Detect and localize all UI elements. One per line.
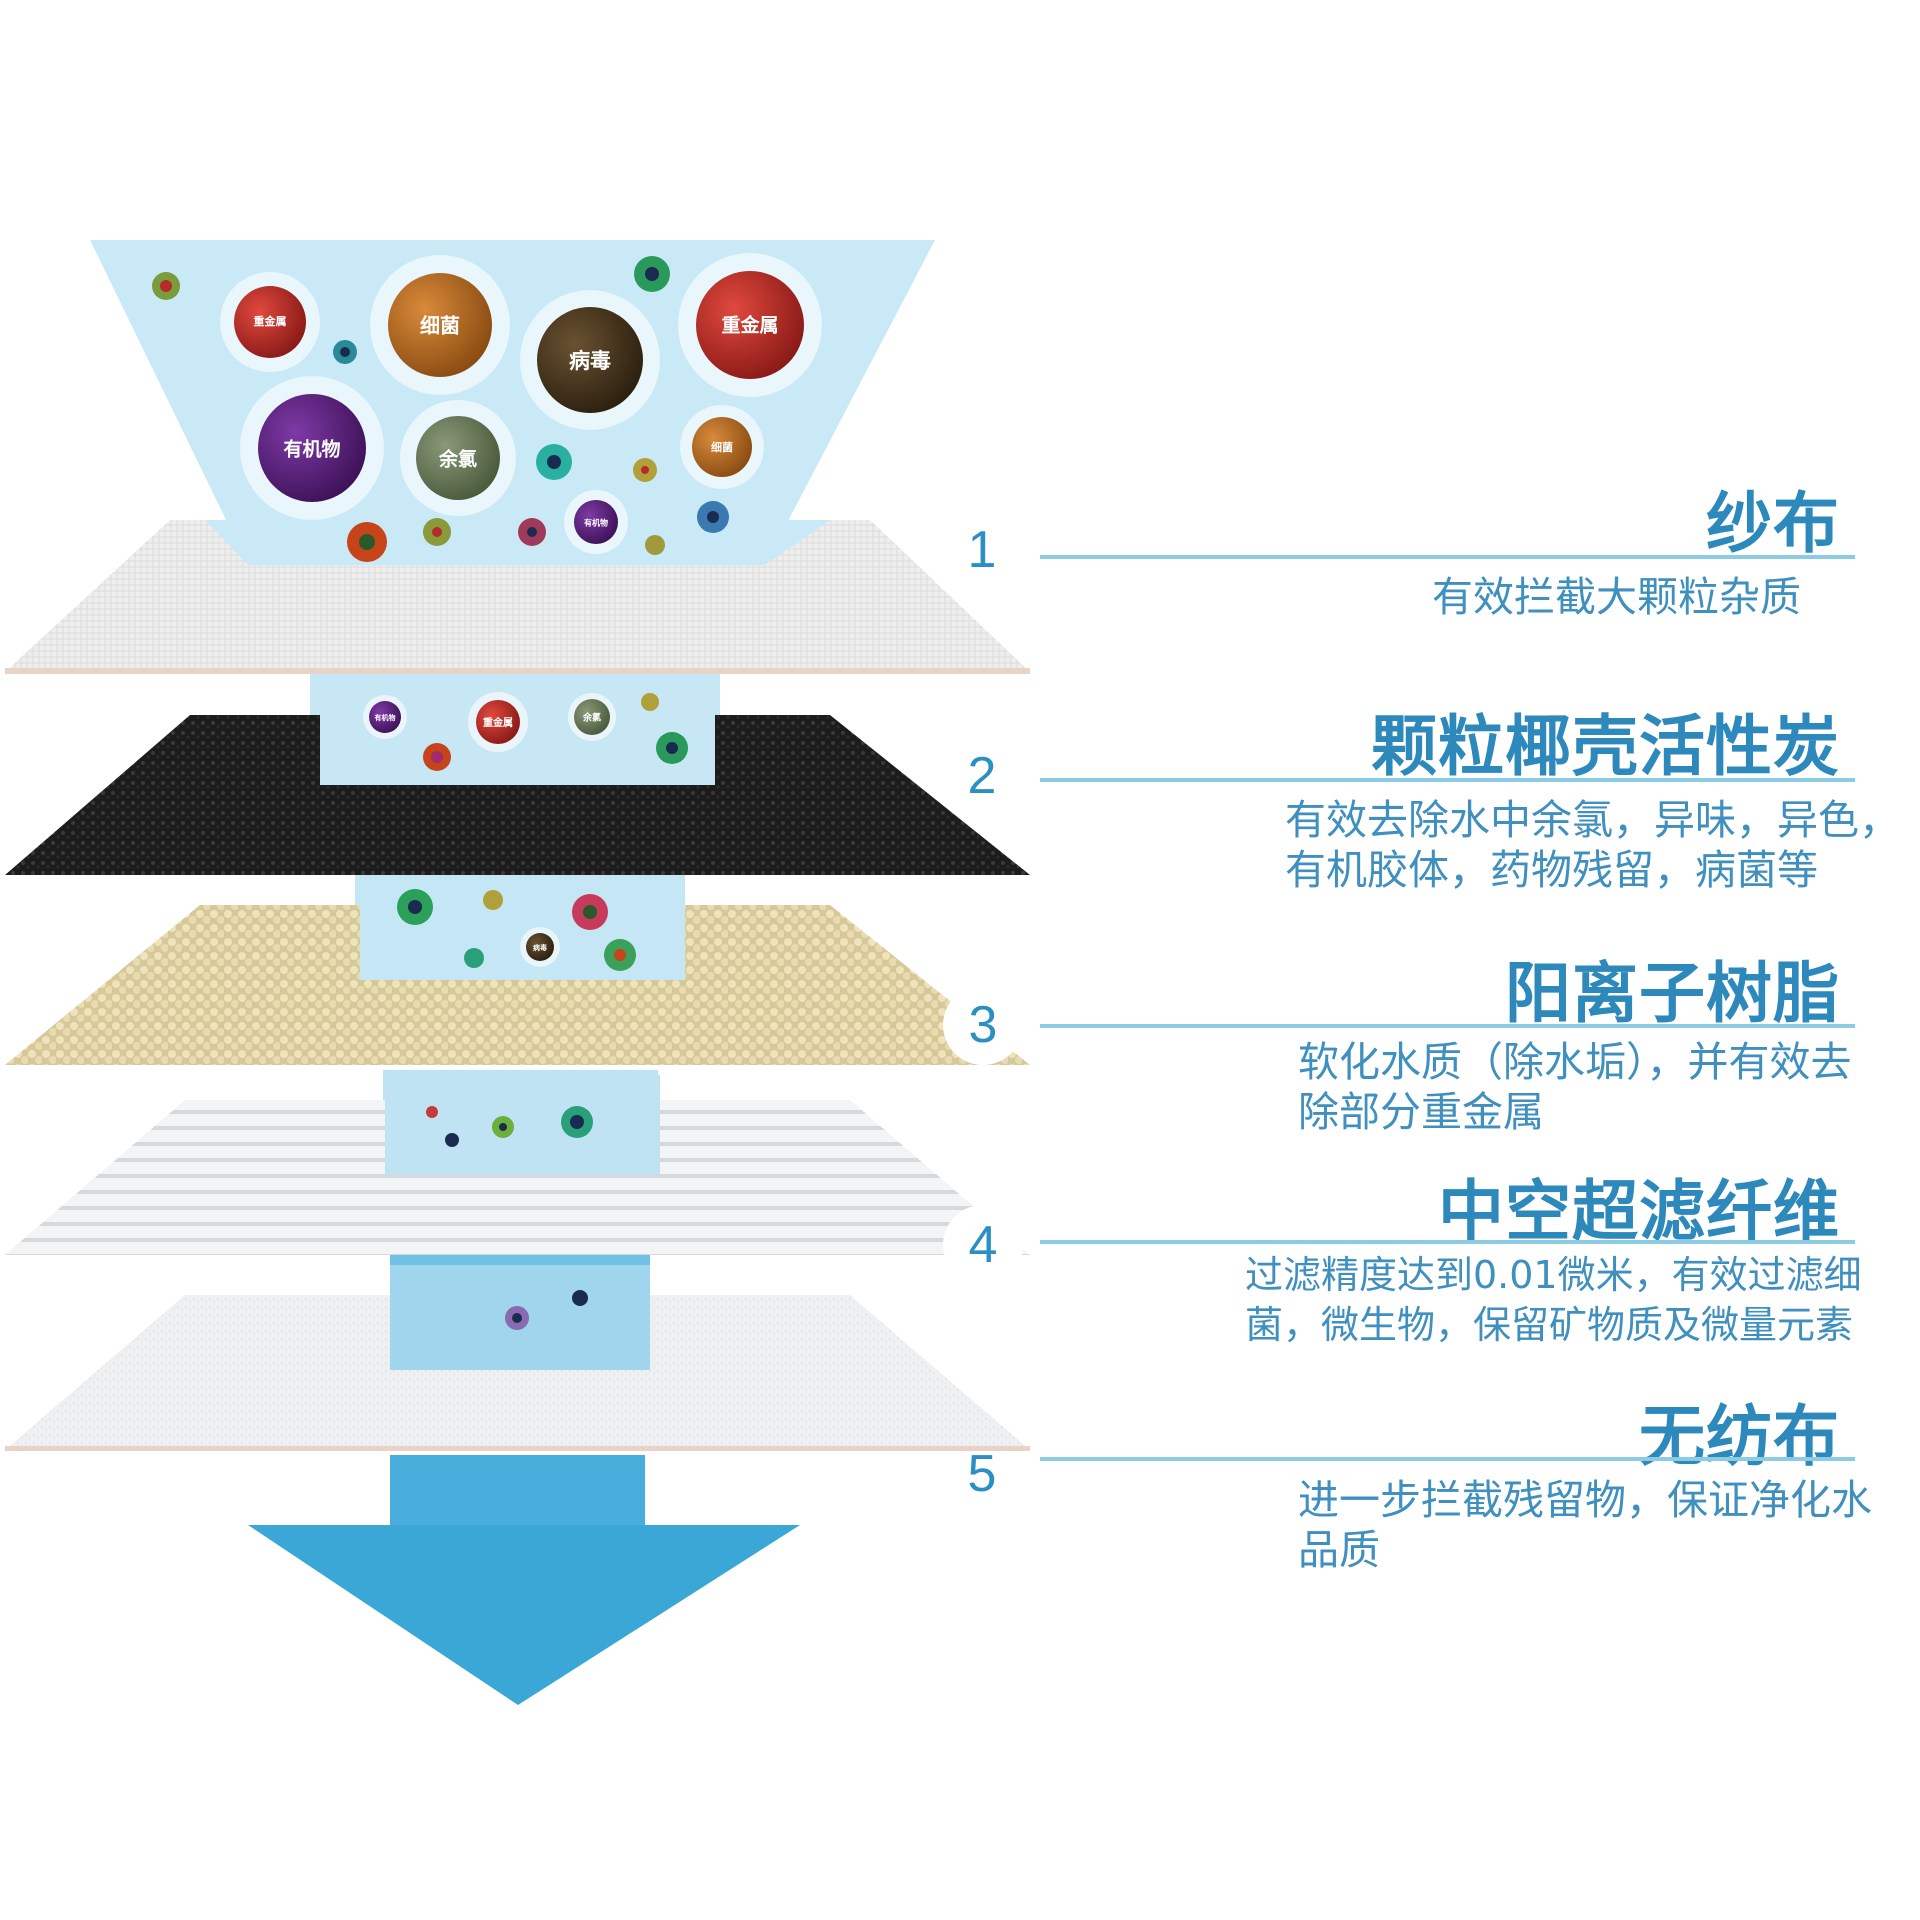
layer-5-desc-line: 品质	[1298, 1526, 1380, 1574]
layer-4-desc-line: 菌，微生物，保留矿物质及微量元素	[1245, 1303, 1854, 1347]
step-number-4: 4	[943, 1205, 1023, 1285]
layer-4-desc: 过滤精度达到0.01微米，有效过滤细 菌，微生物，保留矿物质及微量元素	[1245, 1250, 1862, 1350]
layer-5-desc: 进一步拦截残留物，保证净化水 品质	[1298, 1475, 1872, 1575]
layer-2-rule	[1040, 778, 1855, 782]
layer-4-title: 中空超滤纤维	[1438, 1173, 1840, 1250]
layer-3-rule	[1040, 1024, 1855, 1028]
particle-label-organic-small: 有机物	[584, 518, 608, 528]
output-arrow-head	[248, 1525, 800, 1705]
layer-1-rule	[1040, 555, 1855, 559]
particles-layer-5	[505, 1290, 588, 1330]
layer-4-rule	[1040, 1240, 1855, 1244]
layer-3-desc-line: 软化水质（除水垢），并有效去	[1298, 1038, 1852, 1086]
layer-2-desc: 有效去除水中余氯，异味，异色， 有机胶体，药物残留，病菌等	[1285, 795, 1900, 895]
layer-1-desc-line: 有效拦截大颗粒杂质	[1432, 573, 1801, 621]
particle-label-bacteria: 细菌	[420, 314, 460, 338]
layer-activated-carbon	[5, 715, 1030, 875]
output-arrow-stem	[390, 1455, 645, 1530]
layer-3-title: 阳离子树脂	[1505, 955, 1840, 1032]
layer-3-desc-line: 除部分重金属	[1298, 1088, 1544, 1136]
particle-label-virus-l3: 病毒	[533, 943, 547, 952]
layer-2-desc-line: 有机胶体，药物残留，病菌等	[1285, 846, 1818, 894]
layer-4-desc-line: 过滤精度达到0.01微米，有效过滤细	[1245, 1253, 1862, 1297]
step-number-1: 1	[967, 521, 997, 579]
particle-label-heavy-metal-small: 重金属	[254, 314, 287, 328]
particle-label-heavy-metal-l2: 重金属	[483, 716, 513, 729]
particle-label-bacteria-small: 细菌	[711, 440, 733, 454]
layer-hollow-fiber	[5, 1100, 1030, 1255]
layer-5-desc-line: 进一步拦截残留物，保证净化水	[1298, 1476, 1872, 1524]
layer-2-desc-line: 有效去除水中余氯，异味，异色，	[1285, 796, 1900, 844]
particles-layer-3	[397, 889, 636, 971]
contaminant-particles	[152, 253, 822, 562]
particle-label-virus: 病毒	[569, 349, 611, 373]
layer-3-desc: 软化水质（除水垢），并有效去 除部分重金属	[1298, 1037, 1852, 1137]
particle-label-organic: 有机物	[283, 438, 340, 461]
particle-label-chlorine: 余氯	[438, 448, 477, 471]
particle-label-chlorine-l2: 余氯	[582, 712, 601, 724]
layer-5-title: 无纺布	[1639, 1398, 1840, 1475]
layer-non-woven	[5, 1295, 1030, 1450]
particles-layer-4	[426, 1106, 593, 1147]
step-number-3: 3	[943, 985, 1023, 1065]
particle-label-heavy-metal: 重金属	[721, 314, 778, 337]
step-number-5: 5	[967, 1445, 997, 1503]
layer-5-rule	[1040, 1457, 1855, 1461]
layer-1-desc: 有效拦截大颗粒杂质	[1432, 572, 1801, 622]
layer-1-title: 纱布	[1706, 485, 1840, 562]
layer-cation-resin	[5, 905, 1030, 1065]
layer-2-title: 颗粒椰壳活性炭	[1371, 708, 1840, 785]
step-number-2: 2	[967, 747, 997, 805]
particle-label-organic-l2: 有机物	[375, 713, 396, 722]
particles-layer-2	[363, 692, 688, 771]
